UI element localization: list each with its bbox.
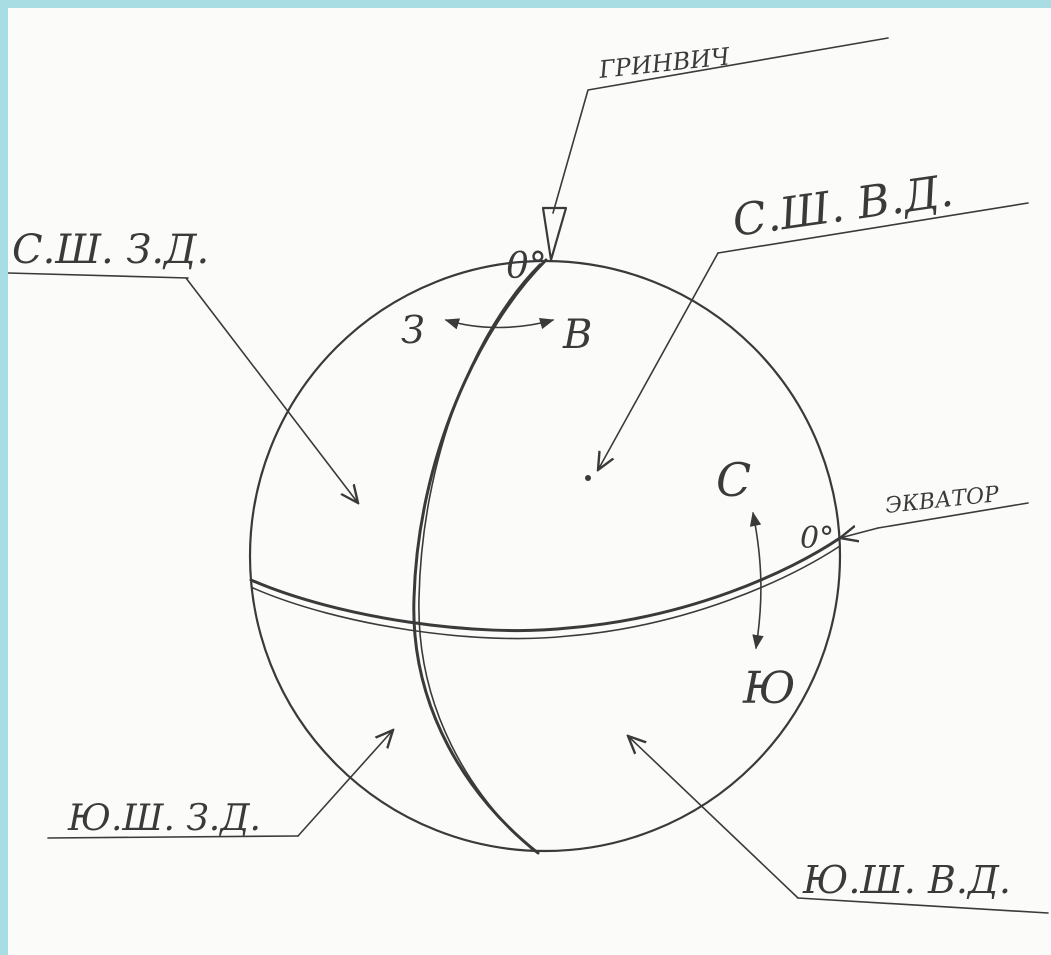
north-label: С — [716, 453, 751, 507]
se-arrow — [628, 736, 798, 898]
nw-underline — [8, 273, 188, 278]
drawing-sheet: ГРИНВИЧ 0° С.Ш. З.Д. С.Ш. В.Д. З В С 0° … — [8, 8, 1051, 955]
ne-label: С.Ш. В.Д. — [729, 166, 956, 247]
sw-arrow — [298, 730, 393, 836]
greenwich-label: ГРИНВИЧ — [597, 42, 733, 84]
ne-arrow — [598, 253, 718, 470]
east-label: В — [562, 312, 592, 358]
sw-label: Ю.Ш. З.Д. — [67, 798, 261, 839]
west-east-arrow — [446, 320, 553, 328]
equator-label: ЭКВАТОР — [884, 482, 1001, 519]
nw-label: С.Ш. З.Д. — [12, 227, 209, 273]
equator-arrow — [840, 528, 878, 538]
west-label: З — [401, 308, 425, 352]
nw-arrow — [186, 278, 358, 503]
globe-outline — [250, 261, 840, 851]
zero-meridian-label: 0° — [506, 246, 547, 287]
globe-diagram: ГРИНВИЧ 0° С.Ш. З.Д. С.Ш. В.Д. З В С 0° … — [8, 8, 1051, 955]
se-label: Ю.Ш. В.Д. — [802, 858, 1011, 902]
zero-equator-label: 0° — [800, 521, 834, 556]
ne-point — [585, 475, 591, 481]
south-label: Ю — [742, 663, 796, 714]
